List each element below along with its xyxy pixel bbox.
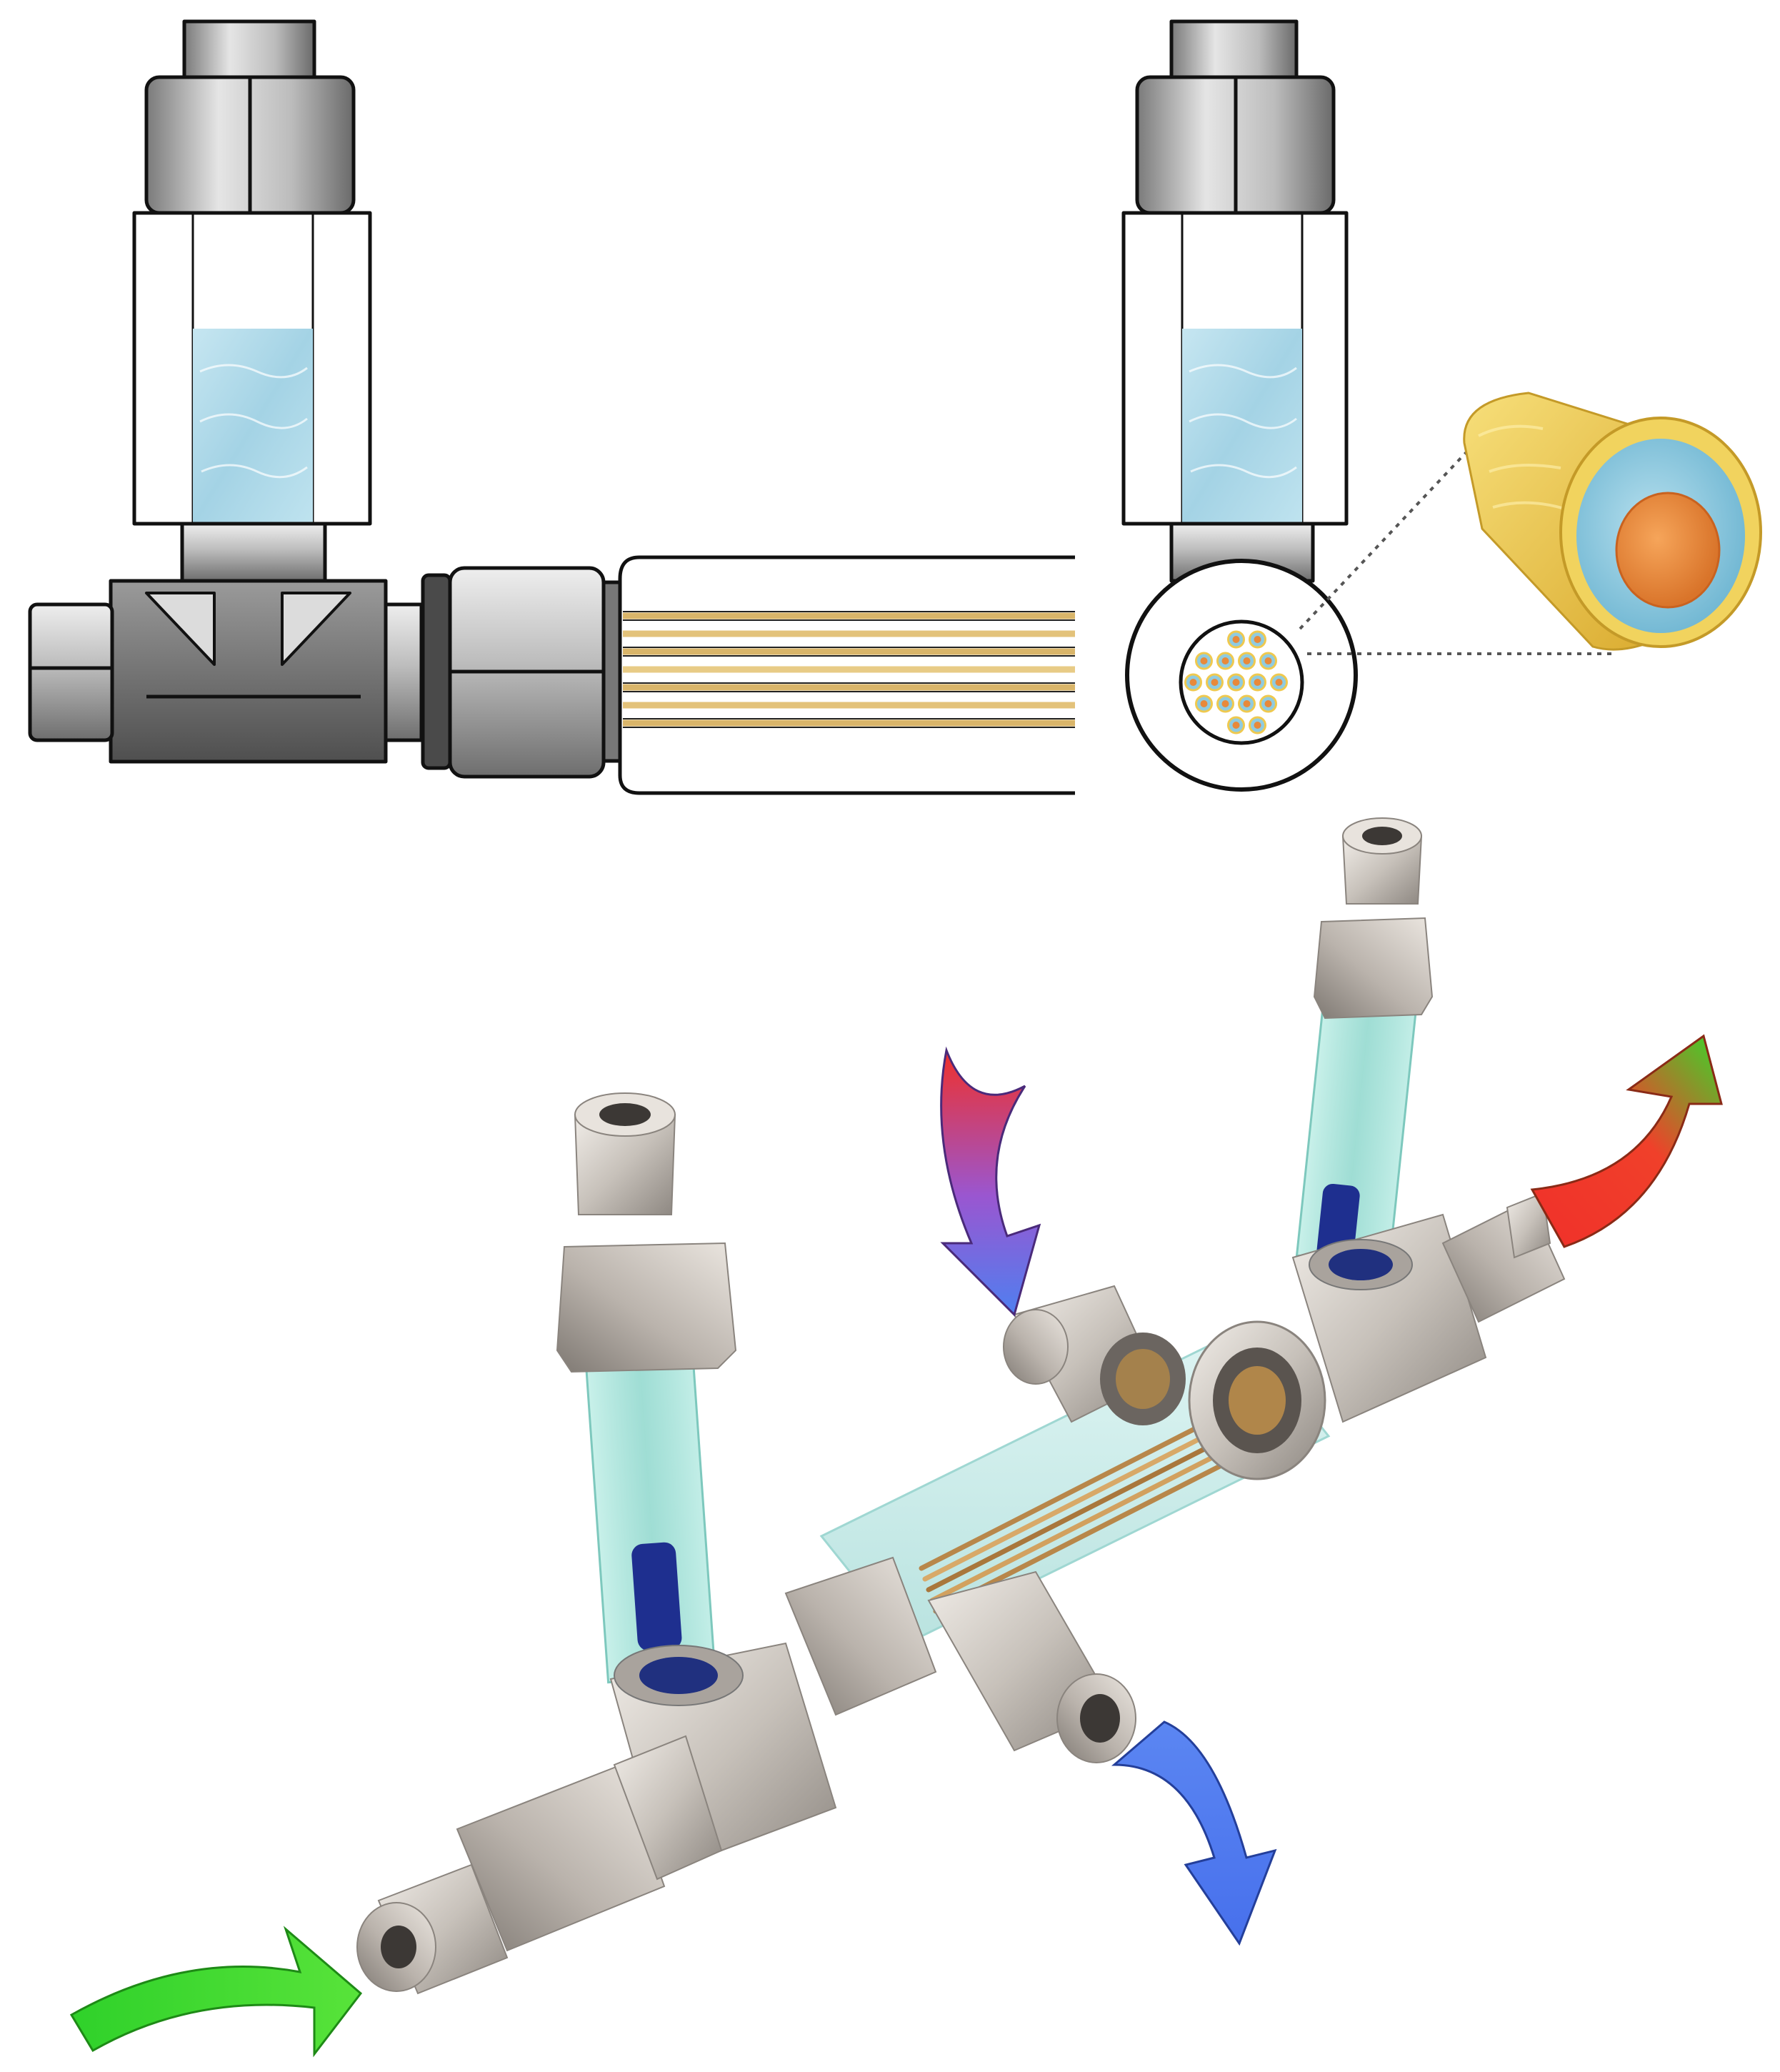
fiber-dot-core — [1254, 722, 1261, 729]
fiber-dot-core — [1211, 679, 1219, 686]
right-collar — [384, 602, 424, 742]
fiber-dot-core — [1275, 679, 1283, 686]
hex-nut-3d-left — [556, 1242, 737, 1373]
end-view-fiber-dots — [1184, 630, 1288, 734]
hex-nut-3d-right — [1313, 917, 1434, 1020]
flow-arrows — [69, 1034, 1723, 2058]
cap-nut-top — [182, 19, 316, 81]
left-end-nut — [28, 602, 114, 742]
fiber-dot-core — [1221, 657, 1229, 664]
coupling-3d-left — [784, 1556, 937, 1716]
outlet-arrow-red-green — [1530, 1034, 1723, 1248]
fiber-line-outlines — [623, 611, 1075, 728]
inlet-coupling-3d — [613, 1735, 723, 1881]
bottom-3d-module — [356, 817, 1566, 1995]
fiber-dot-core — [1200, 657, 1208, 664]
separator-gasket — [421, 573, 452, 770]
fiber-bundle-lines — [623, 612, 1075, 727]
fiber-dot-core — [1189, 679, 1197, 686]
fiber-dot-core — [1243, 700, 1251, 707]
hollow-fiber-cross-section — [1463, 392, 1762, 651]
fiber-dot-core — [1232, 679, 1240, 686]
fiber-dot-core — [1264, 700, 1272, 707]
top-left-tee-fitting-sketch — [28, 19, 1075, 795]
fiber-dot-core — [1243, 657, 1251, 664]
electrode-left — [631, 1542, 682, 1651]
inlet-arrow-green — [69, 1926, 363, 2058]
fiber-dot-core — [1264, 657, 1272, 664]
fiber-dot-core — [1254, 636, 1261, 643]
fiber-dot-core — [1221, 700, 1229, 707]
cap-nut-top-right — [1169, 19, 1299, 81]
zoom-guide-lines — [1299, 442, 1614, 655]
shell-inlet-arrow-red-blue — [940, 1046, 1041, 1317]
fiber-dot-core — [1232, 722, 1240, 729]
inlet-hex-nut-3d — [456, 1763, 666, 1952]
glass-tube-right — [1295, 984, 1419, 1267]
fiber-core — [1615, 492, 1721, 609]
fiber-housing — [618, 555, 1075, 795]
fiber-dot-core — [1232, 636, 1240, 643]
stem-connector — [180, 522, 327, 583]
tee-body — [109, 579, 388, 764]
fiber-dot-core — [1200, 700, 1208, 707]
shell-outlet-arrow-blue — [1111, 1720, 1277, 1946]
fiber-dot-core — [1254, 679, 1261, 686]
